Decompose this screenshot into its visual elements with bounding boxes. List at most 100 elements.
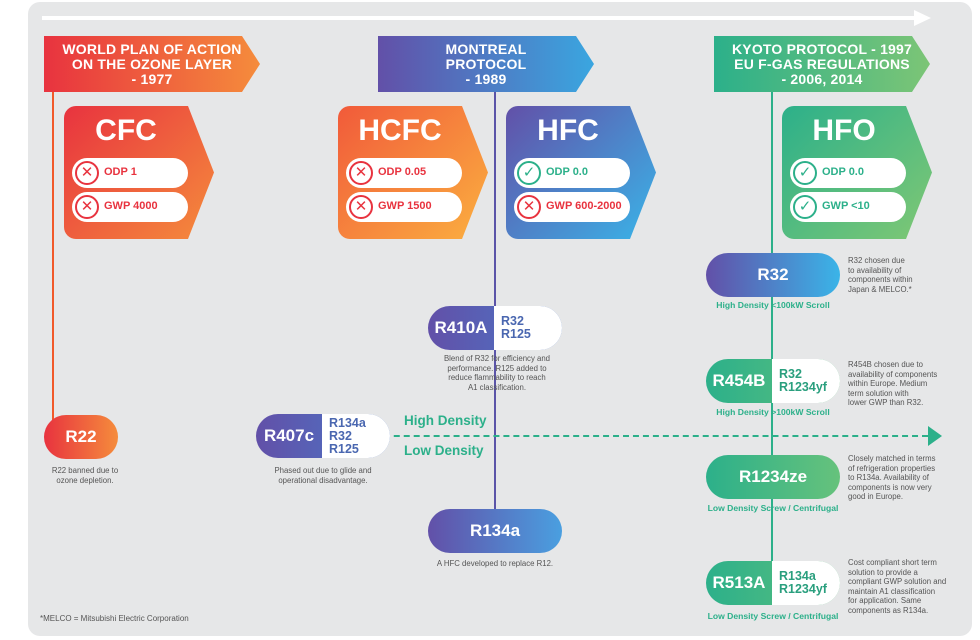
component-list: R134a R1234yf	[772, 561, 840, 605]
note-line: solution to provide a	[848, 567, 918, 577]
note-line: reduce flammability to reach	[448, 373, 546, 382]
component: R32	[329, 428, 352, 443]
property-text: ODP 0.0	[822, 166, 864, 178]
card-hfc: HFC ✓ ODP 0.0 ✕ GWP 600-2000	[506, 106, 656, 239]
component: R125	[329, 441, 359, 456]
note-line: A HFC developed to replace R12.	[436, 559, 554, 568]
note-line: maintain A1 classification	[848, 586, 936, 596]
era-line: EU F-GAS REGULATIONS	[734, 55, 910, 72]
refrigerant-name: R22	[65, 427, 97, 446]
r454b-pill: R454B R32 R1234yf	[706, 359, 840, 403]
density-arrow-head	[928, 426, 942, 446]
component-list: R32 R125	[494, 306, 562, 350]
refrigerant-name: R410A	[434, 318, 488, 337]
property-text: ODP 0.05	[378, 166, 427, 178]
component: R125	[501, 327, 531, 341]
hfc-connector-line	[494, 92, 496, 512]
r32-note: R32 chosen due to availability of compon…	[848, 256, 958, 294]
property-text: GWP 1500	[378, 200, 432, 212]
r32-application: High Density <100kW Scroll	[716, 300, 830, 310]
note-line: Cost compliant short term	[848, 558, 937, 567]
r1234ze-application: Low Density Screw / Centrifugal	[707, 503, 839, 513]
high-density-label: High Density	[404, 413, 487, 428]
r22-pill: R22	[44, 415, 118, 459]
component: R32	[501, 314, 524, 328]
density-divider	[324, 435, 928, 437]
card-hcfc: HCFC ✕ ODP 0.05 ✕ GWP 1500	[338, 106, 488, 239]
era-line: - 2006, 2014	[781, 70, 863, 87]
era-line: KYOTO PROTOCOL - 1997	[731, 40, 913, 57]
note-line: Closely matched in terms	[848, 454, 936, 463]
property-chip: ✕ GWP 600-2000	[514, 192, 630, 222]
cross-icon: ✕	[517, 195, 541, 219]
note-line: to R134a. Availability of	[848, 473, 929, 482]
refrigerant-name: R134a	[469, 521, 521, 540]
note-line: R22 banned due to	[51, 466, 119, 475]
r410a-pill: R410A R32 R125	[428, 306, 562, 350]
note-line: performance. R125 added to	[447, 363, 547, 373]
refrigerant-name: R513A	[712, 573, 766, 592]
era-line: - 1977	[131, 70, 173, 87]
era-line: WORLD PLAN OF ACTION	[62, 40, 242, 57]
note-line: for application. Same	[848, 596, 922, 605]
component: R1234yf	[779, 380, 827, 394]
note-line: A1 classification.	[467, 382, 527, 392]
era-banner-1997: KYOTO PROTOCOL - 1997 EU F-GAS REGULATIO…	[714, 36, 930, 92]
check-icon: ✓	[517, 161, 541, 185]
r454b-application: High Density >100kW Scroll	[716, 407, 830, 417]
cross-icon: ✕	[75, 195, 99, 219]
cfc-connector-line	[52, 90, 54, 420]
card-cfc: CFC ✕ ODP 1 ✕ GWP 4000	[64, 106, 214, 239]
note-line: components as R134a.	[848, 605, 929, 615]
refrigerant-name: R454B	[712, 371, 766, 390]
note-line: term solution with	[848, 388, 909, 398]
r1234ze-pill: R1234ze	[706, 455, 840, 499]
card-hfo: HFO ✓ ODP 0.0 ✓ GWP <10	[782, 106, 932, 239]
property-text: GWP 600-2000	[546, 200, 622, 212]
property-chip: ✓ ODP 0.0	[514, 158, 630, 188]
component-list: R32 R1234yf	[772, 359, 840, 403]
r407c-note: Phased out due to glide and operational …	[258, 466, 388, 485]
component: R134a	[329, 415, 366, 430]
cross-icon: ✕	[75, 161, 99, 185]
refrigerant-name: R1234ze	[738, 467, 808, 486]
card-title: CFC	[95, 114, 157, 147]
note-line: Japan & MELCO.*	[848, 284, 912, 294]
era-line: PROTOCOL	[445, 55, 527, 72]
r410a-note: Blend of R32 for efficiency and performa…	[430, 354, 564, 392]
property-chip: ✓ GWP <10	[790, 192, 906, 222]
property-chip: ✕ ODP 0.05	[346, 158, 462, 188]
component-list: R134a R32 R125	[322, 414, 390, 458]
cross-icon: ✕	[349, 195, 373, 219]
note-line: operational disadvantage.	[278, 475, 368, 485]
card-title: HFC	[537, 114, 599, 147]
era-line: - 1989	[465, 70, 507, 87]
note-line: availability of components	[848, 369, 938, 379]
era-line: ON THE OZONE LAYER	[71, 55, 233, 72]
hfo-connector-line	[771, 92, 773, 572]
r134a-note: A HFC developed to replace R12.	[420, 559, 570, 569]
check-icon: ✓	[793, 161, 817, 185]
r513a-pill: R513A R134a R1234yf	[706, 561, 840, 605]
r22-note: R22 banned due to ozone depletion.	[40, 466, 130, 485]
r134a-pill: R134a	[428, 509, 562, 553]
property-chip: ✓ ODP 0.0	[790, 158, 906, 188]
cross-icon: ✕	[349, 161, 373, 185]
note-line: lower GWP than R32.	[848, 398, 924, 407]
timeline-arrow-line	[42, 16, 920, 20]
check-icon: ✓	[793, 195, 817, 219]
property-text: ODP 0.0	[546, 166, 588, 178]
component: R32	[779, 367, 802, 381]
note-line: components within	[848, 275, 913, 284]
note-line: R454B chosen due to	[848, 360, 923, 369]
low-density-label: Low Density	[404, 443, 484, 458]
r513a-application: Low Density Screw / Centrifugal	[707, 611, 839, 621]
r1234ze-note: Closely matched in terms of refrigeratio…	[848, 454, 960, 502]
property-chip: ✕ ODP 1	[72, 158, 188, 188]
note-line: ozone depletion.	[56, 475, 114, 485]
timeline-arrow-head	[914, 10, 931, 26]
note-line: compliant GWP solution and	[848, 577, 947, 586]
r407c-pill: R407c R134a R32 R125	[256, 414, 390, 458]
r513a-note: Cost compliant short term solution to pr…	[848, 558, 960, 615]
era-line: MONTREAL	[445, 40, 527, 57]
